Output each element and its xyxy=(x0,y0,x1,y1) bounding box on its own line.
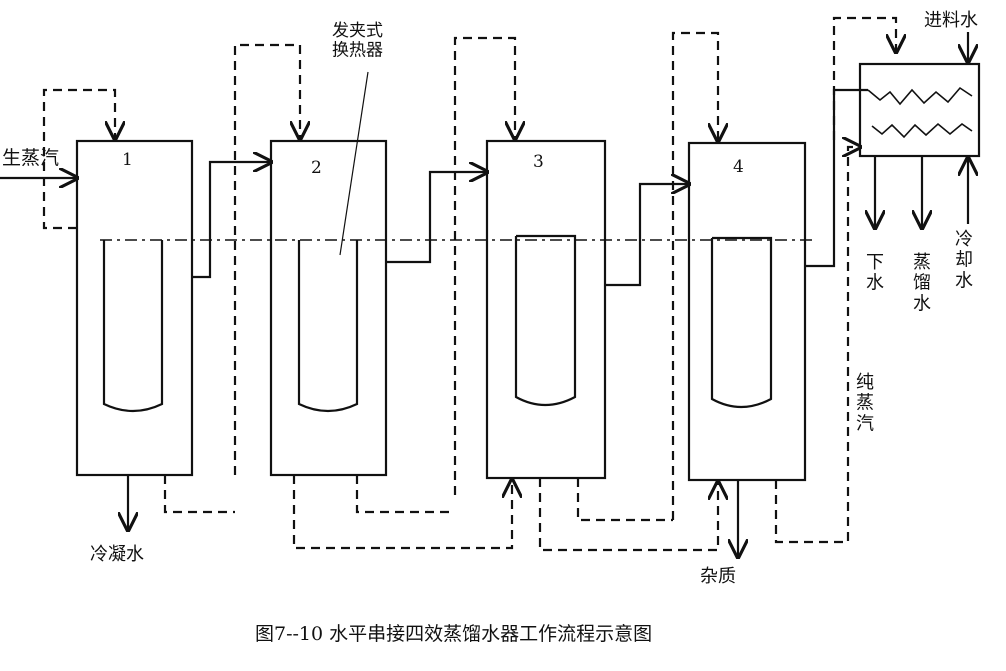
steam-pipe-2-3 xyxy=(386,172,487,264)
tank-number-2: 2 xyxy=(311,158,322,178)
figure-caption: 图7--10 水平串接四效蒸馏水器工作流程示意图 xyxy=(255,623,652,645)
distilled-water-label: 蒸馏水 xyxy=(913,252,931,314)
live-steam-label: 生蒸汽 xyxy=(2,147,59,169)
steam-pipe-4-condenser xyxy=(805,88,868,268)
hairpin-exchanger-4 xyxy=(710,236,773,409)
tank-number-4: 4 xyxy=(733,157,744,177)
condenser-coil-upper xyxy=(867,86,973,106)
feed-loop-2-3 xyxy=(453,36,515,495)
bottom-link-2-3 xyxy=(292,475,512,550)
cooling-water-label: 冷却水 xyxy=(955,229,973,291)
bottom-link-3-4 xyxy=(538,478,718,552)
feed-loop-3-4 xyxy=(671,31,718,520)
feed-loop-1-2 xyxy=(233,43,300,475)
drain-water-label: 下水 xyxy=(866,252,884,294)
bottom-link-1 xyxy=(163,475,235,514)
hairpin-exchanger-label: 发夹式换热器 xyxy=(332,21,383,61)
steam-pipe-3-4 xyxy=(605,184,689,287)
impurities-label: 杂质 xyxy=(700,566,736,587)
pure-steam-line xyxy=(774,147,860,544)
condenser-coil-lower xyxy=(871,122,973,139)
bottom-link-3 xyxy=(576,478,673,522)
condensate-water-label: 冷凝水 xyxy=(90,544,144,565)
live-steam-loop xyxy=(42,88,115,230)
exchanger-leader-line xyxy=(339,71,369,256)
pure-steam-label: 纯蒸汽 xyxy=(856,372,874,434)
feed-water-label: 进料水 xyxy=(924,10,978,31)
condenser xyxy=(858,62,981,158)
tank-number-3: 3 xyxy=(533,152,544,172)
feed-loop-4-condenser xyxy=(832,16,896,140)
effect-tank-1 xyxy=(75,139,194,477)
effect-tank-3 xyxy=(485,139,607,480)
bottom-link-2 xyxy=(355,475,455,514)
hairpin-exchanger-2 xyxy=(297,240,359,413)
tank-number-1: 1 xyxy=(122,150,133,170)
steam-pipe-1-2 xyxy=(192,162,271,279)
effect-tank-2 xyxy=(269,139,388,477)
hairpin-exchanger-1 xyxy=(102,240,164,413)
effect-tank-4 xyxy=(687,141,807,482)
hairpin-exchanger-3 xyxy=(514,234,577,407)
